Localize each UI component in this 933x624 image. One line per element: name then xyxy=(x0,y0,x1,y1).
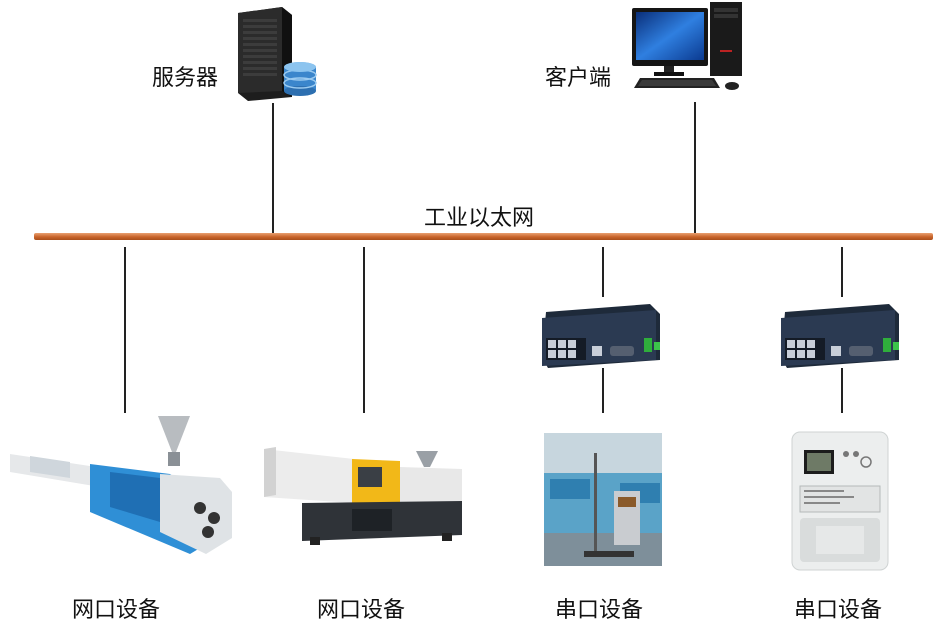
server-icon xyxy=(238,7,317,101)
device-3-link-line-upper xyxy=(602,247,604,297)
desktop-computer-icon xyxy=(632,2,742,90)
client-node: 客户端 xyxy=(540,0,770,100)
device-4-link-line-upper xyxy=(841,247,843,297)
serial-ethernet-switch-icon xyxy=(542,304,660,368)
network-label: 工业以太网 xyxy=(424,206,535,231)
client-link-line xyxy=(694,102,696,233)
injection-molding-machine-icon xyxy=(264,447,462,545)
marking-station-icon xyxy=(544,433,662,566)
device-2-label: 网口设备 xyxy=(317,598,406,623)
server-node: 服务器 xyxy=(150,5,320,105)
device-1-link-line xyxy=(124,247,126,413)
extruder-line-icon xyxy=(10,416,232,554)
device-3-label: 串口设备 xyxy=(555,598,644,623)
device-2-link-line xyxy=(363,247,365,413)
device-4-label: 串口设备 xyxy=(794,598,883,623)
database-icon xyxy=(283,62,317,96)
ethernet-bus xyxy=(34,233,933,240)
device-1-label: 网口设备 xyxy=(72,598,161,623)
server-label: 服务器 xyxy=(152,66,219,91)
server-link-line xyxy=(272,103,274,233)
serial-ethernet-switch-icon xyxy=(781,304,899,368)
electric-meter-icon xyxy=(791,431,889,571)
device-3-link-line-lower xyxy=(602,368,604,413)
client-label: 客户端 xyxy=(545,66,612,91)
device-4-link-line-lower xyxy=(841,368,843,413)
